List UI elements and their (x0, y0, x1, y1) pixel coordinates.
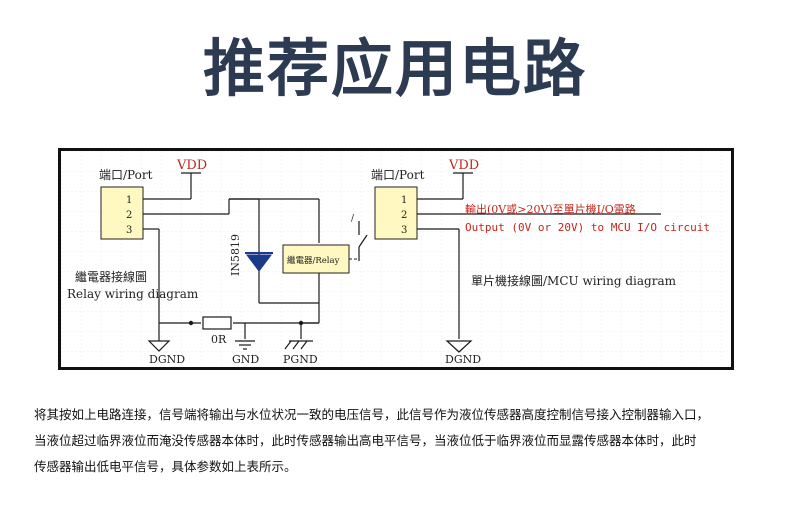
circuit-svg: 端口/Port 1 2 3 VDD (61, 151, 731, 367)
diode-label: IN5819 (229, 234, 242, 276)
right-port-label: 端口/Port (371, 168, 425, 182)
right-caption: 單片機接線圖/MCU wiring diagram (471, 273, 677, 288)
dgnd-symbol (147, 339, 171, 352)
left-pin-3: 3 (126, 225, 132, 236)
grid-background (61, 151, 731, 367)
left-wires (143, 172, 320, 339)
resistor (202, 316, 232, 330)
left-pin-1: 1 (126, 195, 132, 206)
left-vdd-label: VDD (176, 158, 207, 173)
page-title: 推荐应用电路 (202, 32, 587, 105)
right-wires (417, 172, 661, 339)
junction-dot (298, 320, 304, 326)
right-connector (374, 186, 418, 240)
right-dgnd-symbol (445, 340, 473, 353)
pgnd-symbol (284, 340, 313, 350)
description-text: 将其按如上电路连接，信号端将输出与水位状况一致的电压信号，此信号作为液位传感器高… (34, 402, 774, 480)
pgnd-label: PGND (283, 353, 318, 366)
output-label-cn: 輸出(0V或>20V)至單片機I/O電路 (465, 202, 636, 216)
left-caption-en: Relay wiring diagram (67, 287, 199, 301)
junction-dot (188, 320, 194, 326)
right-pin-3: 3 (401, 225, 407, 236)
gnd-symbol (235, 340, 255, 350)
right-pin-2: 2 (401, 210, 407, 221)
relay-switch-mark: / (351, 214, 355, 224)
circuit-diagram: 端口/Port 1 2 3 VDD (58, 148, 734, 370)
right-dgnd-label: DGND (445, 353, 481, 366)
left-caption-cn: 繼電器接線圖 (75, 269, 147, 284)
relay-label: 繼電器/Relay (287, 255, 340, 266)
output-label-en: Output (0V or 20V) to MCU I/O circuit (465, 221, 710, 234)
left-connector (100, 186, 144, 240)
description-line-3: 传感器输出低电平信号，具体参数如上表所示。 (34, 459, 297, 474)
right-pin-1: 1 (401, 195, 407, 206)
left-port-label: 端口/Port (99, 168, 153, 182)
gnd-label: GND (232, 353, 259, 366)
left-dgnd-label: DGND (149, 353, 185, 366)
left-pin-2: 2 (126, 210, 132, 221)
diode-symbol (245, 252, 273, 272)
description-line-1: 将其按如上电路连接，信号端将输出与水位状况一致的电压信号，此信号作为液位传感器高… (34, 407, 710, 422)
description-line-2: 当液位超过临界液位而淹没传感器本体时，此时传感器输出高电平信号，当液位低于临界液… (34, 433, 697, 448)
relay-switch (358, 221, 368, 261)
relay-coil (282, 244, 350, 274)
resistor-label: 0R (211, 333, 227, 346)
right-vdd-label: VDD (448, 158, 479, 173)
